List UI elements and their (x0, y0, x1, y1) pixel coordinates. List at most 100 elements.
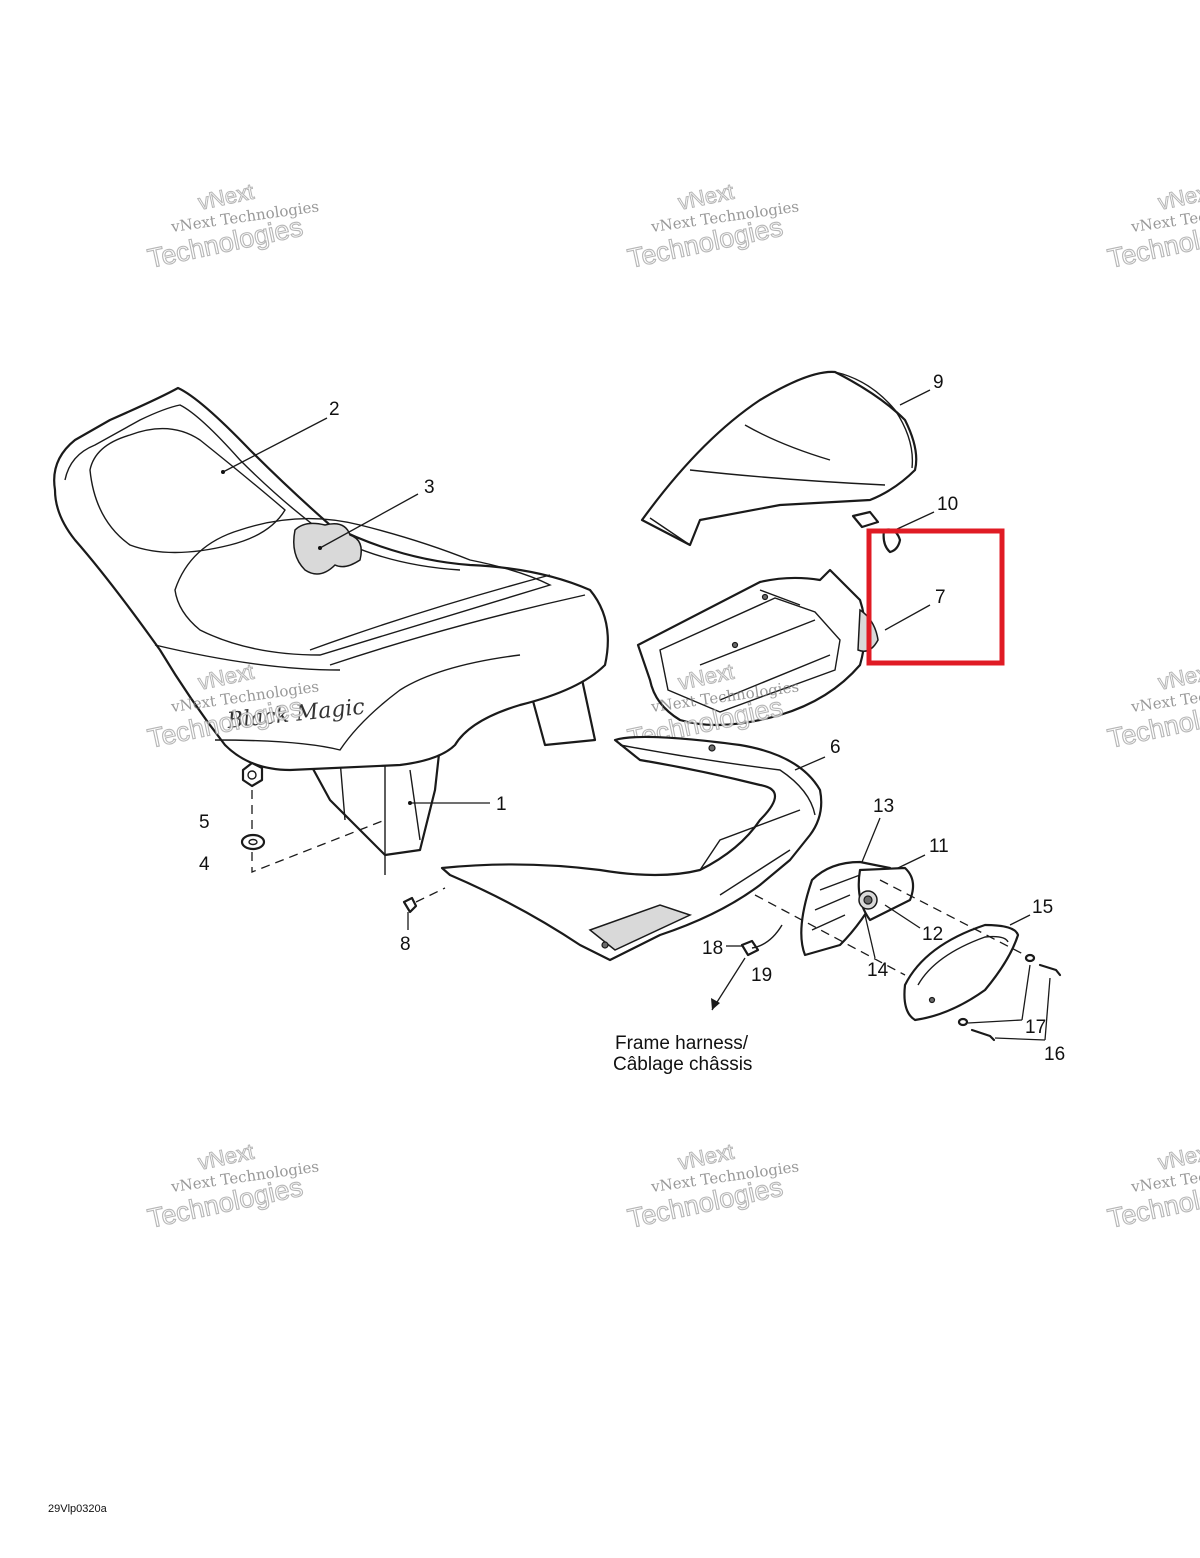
screw-8 (402, 887, 446, 914)
screw-16 (1038, 963, 1062, 977)
fender-details (619, 744, 816, 896)
tray-hole (761, 593, 769, 601)
taillight-lens (903, 923, 1020, 1022)
leader-12 (884, 904, 921, 929)
washer-17 (1024, 953, 1036, 963)
callout-4: 4 (199, 854, 210, 875)
watermark-bottom-right: vNext vNext Technologies Technologies (1104, 1138, 1200, 1234)
taillight-assembly (754, 860, 1062, 1042)
storage-cover (640, 370, 918, 547)
fender-hole (708, 744, 716, 752)
callout-17: 17 (1025, 1017, 1046, 1038)
seat-assembly: Black Magic (53, 386, 609, 875)
seat-body (53, 386, 609, 772)
storage-tray (636, 568, 879, 727)
callout-10: 10 (937, 494, 958, 515)
leader-6 (794, 756, 826, 771)
seat-cover-center (174, 517, 552, 656)
callout-19: 19 (751, 965, 772, 986)
seat-patch (293, 522, 362, 575)
fender-body (440, 735, 823, 962)
screw-head (402, 896, 418, 914)
latch-plate (851, 510, 880, 529)
washer-17 (957, 1017, 969, 1027)
leader-dot (408, 801, 412, 805)
harness-arrow-line (711, 957, 746, 1011)
watermark-top-right: vNext vNext Technologies Technologies (1104, 178, 1200, 274)
lens-hole (928, 996, 936, 1004)
leader-16 (994, 1037, 1046, 1041)
leader-13 (861, 817, 881, 863)
callout-5: 5 (199, 812, 210, 833)
callout-3: 3 (424, 477, 435, 498)
lens-rim (917, 935, 1009, 986)
rear-fender (440, 735, 823, 962)
leader-10 (894, 511, 935, 531)
callout-13: 13 (873, 796, 894, 817)
seat-cover-seams (154, 574, 586, 671)
screw-path (415, 887, 446, 903)
callout-14: 14 (867, 960, 889, 981)
callout-1: 1 (496, 794, 507, 815)
washer-hole (248, 838, 258, 846)
seat-side-trim (214, 654, 521, 751)
harness-note-line2: Câblage châssis (613, 1054, 752, 1075)
screw-16 (970, 1028, 996, 1042)
watermark-bottom-center: vNext vNext Technologies Technologies (624, 1138, 800, 1234)
fastener-path (251, 790, 386, 873)
callout-labels: 2 3 1 5 4 8 9 10 7 6 13 11 12 14 15 17 1… (199, 372, 1065, 1065)
leader-16 (1044, 977, 1051, 1041)
leader-14 (864, 914, 876, 959)
taillight-assembly-path (754, 879, 1026, 976)
connector-18 (740, 939, 760, 957)
leader-lines (221, 389, 1051, 1041)
leader-17 (1021, 964, 1031, 1021)
nut-and-washer (240, 761, 386, 873)
harness-note-line1: Frame harness/ (615, 1033, 749, 1054)
washer (240, 833, 266, 851)
connector-wire (751, 924, 783, 949)
callout-7: 7 (935, 587, 946, 608)
fender-hole (601, 941, 609, 949)
leader-3 (319, 493, 419, 549)
cover-rim (834, 371, 914, 469)
nut (241, 761, 264, 788)
leader-2 (222, 417, 328, 473)
callout-11: 11 (929, 836, 949, 857)
watermark-bottom-left: vNext vNext Technologies Technologies (144, 1138, 320, 1234)
leader-dot (221, 470, 225, 474)
tray-ribs (699, 589, 831, 701)
cover-latch (851, 510, 902, 554)
reference-code: 29Vlp0320a (48, 1503, 108, 1515)
watermark-top-left: vNext vNext Technologies Technologies (144, 178, 320, 274)
callout-2: 2 (329, 399, 340, 420)
seat-cover-front-panel (89, 427, 286, 554)
callout-6: 6 (830, 737, 841, 758)
callout-12: 12 (922, 924, 943, 945)
watermark-top-center: vNext vNext Technologies Technologies (624, 178, 800, 274)
callout-16: 16 (1044, 1044, 1065, 1065)
bulb-center (863, 895, 873, 905)
callout-18: 18 (702, 938, 723, 959)
connector (711, 924, 783, 1011)
leader-9 (899, 389, 931, 406)
tray-hole (731, 641, 739, 649)
tray-inner (659, 597, 841, 713)
callout-9: 9 (933, 372, 944, 393)
leader-7 (884, 604, 931, 631)
harness-arrow-head (711, 998, 720, 1010)
cover-shell (640, 370, 918, 547)
callout-8: 8 (400, 934, 411, 955)
seat-base-ribs (339, 759, 421, 875)
highlight-box-callout-7 (866, 528, 1005, 666)
harness-note: Frame harness/ Câblage châssis (613, 1033, 752, 1075)
cover-lines (649, 424, 886, 546)
leader-11 (897, 854, 926, 869)
leader-dot (318, 546, 322, 550)
leader-17 (967, 1019, 1023, 1024)
watermark-mid-right: vNext vNext Technologies Technologies (1104, 658, 1200, 754)
tray-body (636, 568, 867, 727)
leader-15 (1009, 914, 1031, 926)
housing-ribs (811, 874, 861, 931)
